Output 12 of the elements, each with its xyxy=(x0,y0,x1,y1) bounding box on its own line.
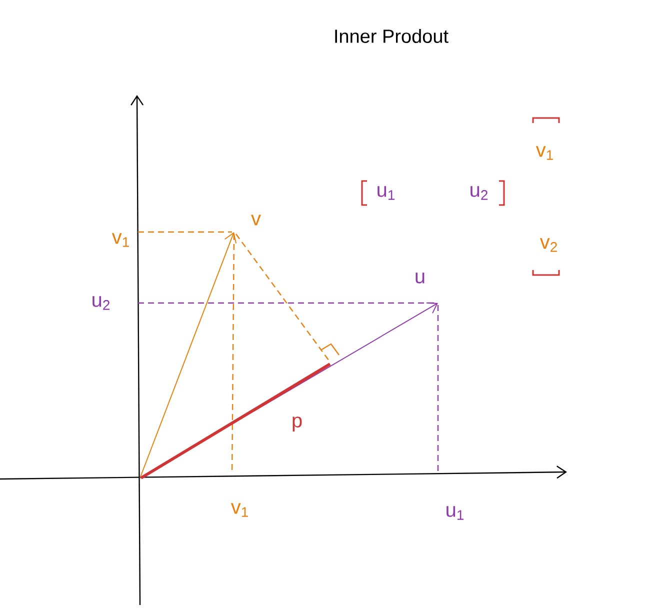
vector-label: u$_{1}$ xyxy=(446,506,464,520)
vector-label: v$_{1}$ xyxy=(112,233,129,247)
vector-label: p xyxy=(292,416,302,432)
title: Inner Prodout xyxy=(335,29,448,43)
vector-label: v$_{2}$ xyxy=(540,238,557,252)
vector-label: u$_{2}$ xyxy=(92,296,110,310)
vector-label: u xyxy=(416,272,424,284)
vector-label: u$_{2}$ xyxy=(470,186,488,200)
vector-label: v xyxy=(251,214,261,226)
vector-label: v$_{1}$ xyxy=(230,503,248,517)
vector-label: u$_{1}$ xyxy=(378,186,395,200)
vector-label: v$_{1}$ xyxy=(536,146,553,160)
